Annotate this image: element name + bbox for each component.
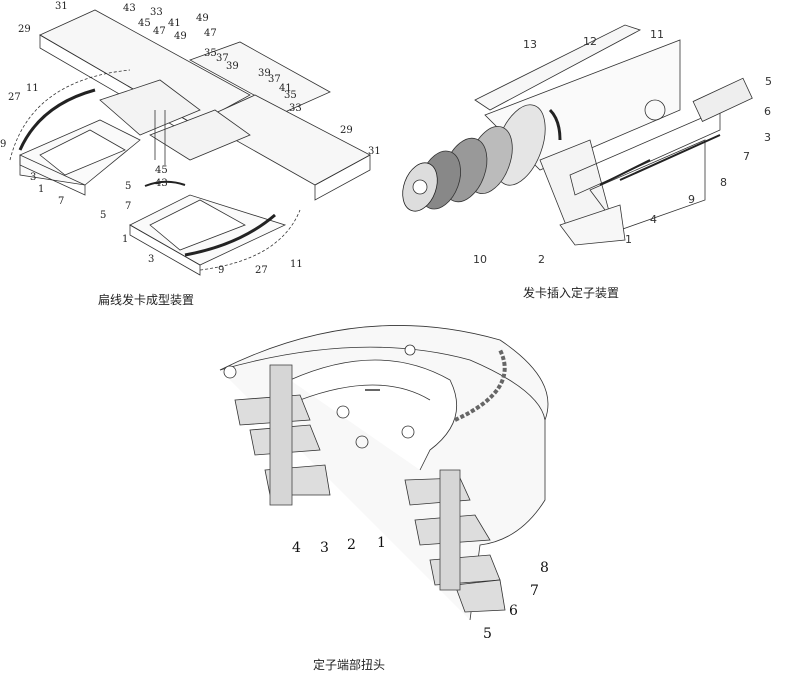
callout-number: 1 — [122, 234, 129, 245]
callout-number: 9 — [688, 193, 695, 206]
callout-number: 41 — [279, 83, 292, 94]
callout-number: 27 — [8, 92, 21, 103]
callout-number: 41 — [168, 18, 181, 29]
callout-number: 8 — [540, 560, 549, 576]
callout-number: 5 — [100, 210, 107, 221]
callout-number: 7 — [530, 583, 539, 599]
callout-number: 3 — [320, 540, 329, 556]
callout-number: 4 — [292, 540, 301, 556]
callout-number: 31 — [55, 1, 68, 12]
hairpin-forming-device-drawing — [9, 9, 371, 276]
callout-number: 45 — [155, 165, 168, 176]
hairpin-insertion-device-drawing — [402, 24, 753, 246]
callout-number: 29 — [18, 24, 31, 35]
callout-number: 33 — [150, 7, 163, 18]
callout-number: 9 — [0, 139, 7, 150]
callout-number: 9 — [218, 265, 225, 276]
callout-number: 35 — [204, 48, 217, 59]
callout-number: 37 — [268, 74, 281, 85]
callout-number: 43 — [123, 3, 136, 14]
callout-number: 31 — [368, 146, 381, 157]
callout-number: 7 — [58, 196, 65, 207]
callout-number: 12 — [583, 35, 597, 48]
callout-number: 1 — [377, 535, 386, 551]
callout-number: 47 — [204, 28, 217, 39]
callout-number: 4 — [650, 213, 657, 226]
callout-number: 3 — [764, 131, 771, 144]
caption-hairpin-insertion-device: 发卡插入定子装置 — [523, 286, 620, 300]
callout-number: 7 — [743, 150, 750, 163]
callout-number: 47 — [153, 26, 166, 37]
callout-number: 3 — [148, 254, 155, 265]
callout-number: 11 — [290, 259, 303, 270]
callout-number: 7 — [125, 201, 132, 212]
callout-number: 11 — [650, 28, 664, 41]
callout-number: 39 — [258, 68, 271, 79]
callout-number: 2 — [347, 537, 356, 553]
caption-hairpin-forming-device: 扁线发卡成型装置 — [98, 293, 195, 307]
callout-number: 13 — [523, 38, 537, 51]
callout-number: 10 — [473, 253, 487, 266]
callout-number: 5 — [483, 626, 492, 642]
caption-stator-end-twisting-head: 定子端部扭头 — [313, 658, 386, 672]
callout-number: 27 — [255, 265, 268, 276]
callout-number: 49 — [174, 31, 187, 42]
callout-number: 37 — [216, 53, 229, 64]
callout-number: 5 — [765, 75, 772, 88]
callout-number: 1 — [625, 233, 632, 246]
callout-number: 43 — [155, 178, 168, 189]
callout-number: 8 — [720, 176, 727, 189]
callout-number: 2 — [538, 253, 545, 266]
callout-number: 5 — [125, 181, 132, 192]
callout-number: 33 — [289, 103, 302, 114]
callout-number: 1 — [38, 184, 45, 195]
callout-number: 3 — [30, 172, 37, 183]
stator-end-twisting-head-drawing — [219, 325, 549, 621]
callout-number: 35 — [284, 90, 297, 101]
callout-number: 29 — [340, 125, 353, 136]
callout-number: 39 — [226, 61, 239, 72]
callout-number: 49 — [196, 13, 209, 24]
callout-number: 6 — [764, 105, 771, 118]
callout-number: 45 — [138, 18, 151, 29]
callout-number: 11 — [26, 83, 39, 94]
callout-number: 6 — [509, 603, 518, 619]
